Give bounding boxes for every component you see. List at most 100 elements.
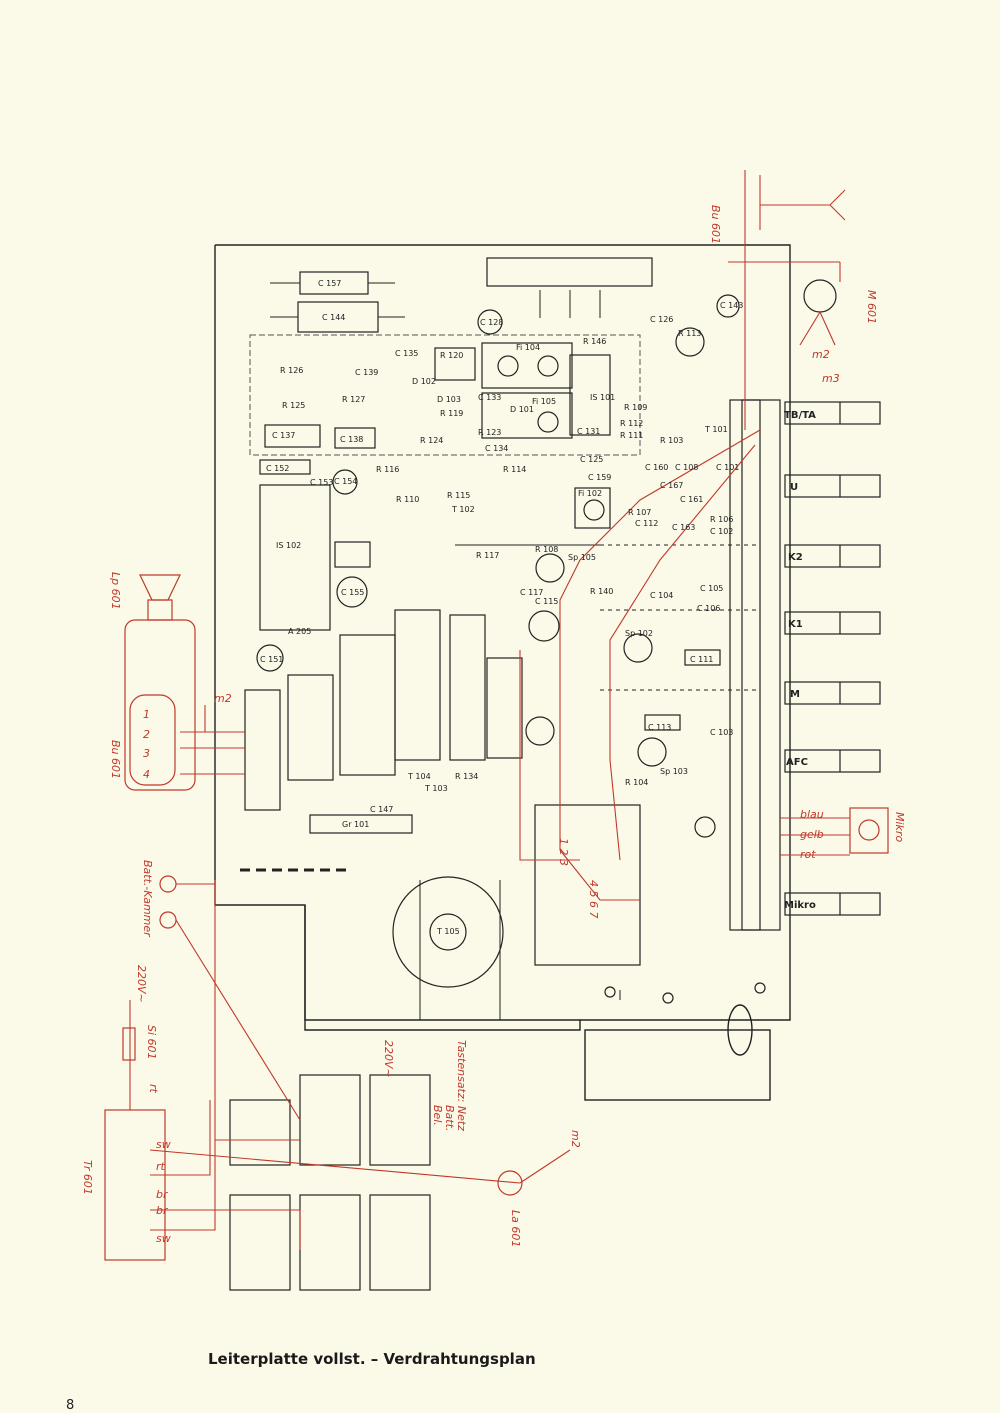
label-fi104: Fi 104 <box>516 343 540 352</box>
label-bu601-left: Bu 601 <box>109 740 122 779</box>
label-c159: C 159 <box>588 473 611 482</box>
label-bu-pin-3: 3 <box>143 747 150 760</box>
label-c103: C 103 <box>710 728 733 737</box>
label-r134: R 134 <box>455 772 478 781</box>
label-c138: C 138 <box>340 435 363 444</box>
label-c106: C 106 <box>697 604 720 613</box>
label-r126: R 126 <box>280 366 303 375</box>
label-c108: C 108 <box>675 463 698 472</box>
label-c111: C 111 <box>690 655 713 664</box>
label-t103: T 103 <box>424 784 448 793</box>
label-c139: C 139 <box>355 368 378 377</box>
label-r120: R 120 <box>440 351 463 360</box>
label-rt2: rt <box>156 1160 166 1173</box>
label-r127: R 127 <box>342 395 365 404</box>
switch-label-k2: K2 <box>788 552 803 563</box>
label-c104: C 104 <box>650 591 673 600</box>
switch-label-tbta: TB/TA <box>784 410 816 421</box>
label-sp102: Sp 102 <box>625 629 653 638</box>
label-c113: C 113 <box>648 723 671 732</box>
label-c151: C 151 <box>260 655 283 664</box>
label-bu-pin-1: 1 <box>143 708 150 721</box>
label-c157: C 157 <box>318 279 341 288</box>
label-c115: C 115 <box>535 597 558 606</box>
label-c128: C 128 <box>480 318 503 327</box>
label-bu601-top: Bu 601 <box>709 205 722 244</box>
label-c125: C 125 <box>580 455 603 464</box>
label-mikro: Mikro <box>893 812 906 842</box>
label-m2-top: m2 <box>812 348 830 361</box>
label-r112: R 112 <box>620 419 643 428</box>
label-m2-bottom: m2 <box>569 1130 582 1148</box>
label-r140: R 140 <box>590 587 613 596</box>
label-t104: T 104 <box>407 772 431 781</box>
label-a205: A 205 <box>288 627 311 636</box>
label-c112: C 112 <box>635 519 658 528</box>
label-batt: Batt.-Kammer <box>141 860 154 938</box>
label-is101: IS 101 <box>590 393 615 402</box>
components <box>244 257 721 966</box>
label-lp601: Lp 601 <box>109 572 122 610</box>
label-t105: T 105 <box>436 927 460 936</box>
label-c137: C 137 <box>272 431 295 440</box>
label-r113: R 113 <box>678 329 701 338</box>
external-parts <box>104 574 889 1261</box>
switch-knobs[interactable] <box>784 401 881 916</box>
round-components <box>256 279 837 838</box>
label-bu-pin-4: 4 <box>143 768 150 781</box>
label-m601: M 601 <box>865 290 878 324</box>
label-r117: R 117 <box>476 551 499 560</box>
switch-bar <box>729 399 781 931</box>
switch-labels: TB/TA U K2 K1 M AFC Mikro <box>784 410 816 911</box>
label-blau: blau <box>800 808 824 821</box>
label-c135: C 135 <box>395 349 418 358</box>
key-switches <box>229 1074 431 1291</box>
label-220v-2: 220V~ <box>382 1040 395 1078</box>
label-tr601: Tr 601 <box>81 1160 94 1195</box>
label-fi102: Fi 102 <box>578 489 602 498</box>
heatsink-t105 <box>392 876 504 988</box>
label-r110: R 110 <box>396 495 419 504</box>
page-number: 8 <box>66 1398 75 1413</box>
diagram-caption: Leiterplatte vollst. – Verdrahtungsplan <box>208 1350 536 1368</box>
label-c117: C 117 <box>520 588 543 597</box>
board-traces <box>240 282 760 1020</box>
label-m3: m3 <box>822 372 840 385</box>
switch-label-mikro: Mikro <box>784 900 816 911</box>
label-r104: R 104 <box>625 778 648 787</box>
switch-label-u: U <box>790 482 798 493</box>
label-r114: R 114 <box>503 465 526 474</box>
label-r125: R 125 <box>282 401 305 410</box>
label-c134: C 134 <box>485 444 508 453</box>
label-c133: C 133 <box>478 393 501 402</box>
mounting-holes <box>604 982 766 1004</box>
if-section <box>249 334 641 456</box>
label-c152: C 152 <box>266 464 289 473</box>
label-d102: D 102 <box>412 377 436 386</box>
label-gelb: gelb <box>800 828 824 841</box>
label-fi105: Fi 105 <box>532 397 556 406</box>
label-sp103: Sp 103 <box>660 767 688 776</box>
label-c144: C 144 <box>322 313 345 322</box>
label-si601: Si 601 <box>145 1025 158 1060</box>
label-r124: R 124 <box>420 436 443 445</box>
label-c102: C 102 <box>710 527 733 536</box>
label-rot: rot <box>800 848 816 861</box>
label-c163: C 163 <box>672 523 695 532</box>
label-gr101: Gr 101 <box>342 820 369 829</box>
label-br2: br <box>156 1204 169 1217</box>
switch-label-m: M <box>790 689 800 700</box>
label-bu-pin-2: 2 <box>143 728 150 741</box>
label-sp105: Sp 105 <box>568 553 596 562</box>
label-c126: C 126 <box>650 315 673 324</box>
label-r108: R 108 <box>535 545 558 554</box>
label-l601-pins-top: 1 2 3 <box>557 838 570 866</box>
label-m2-left: m2 <box>214 692 232 705</box>
red-wiring <box>129 170 850 1250</box>
label-batt2: Batt. <box>443 1105 456 1131</box>
label-sw1: sw <box>156 1138 171 1151</box>
label-c155: C 155 <box>341 588 364 597</box>
label-c160: C 160 <box>645 463 668 472</box>
label-220v: 220V~ <box>135 965 148 1003</box>
